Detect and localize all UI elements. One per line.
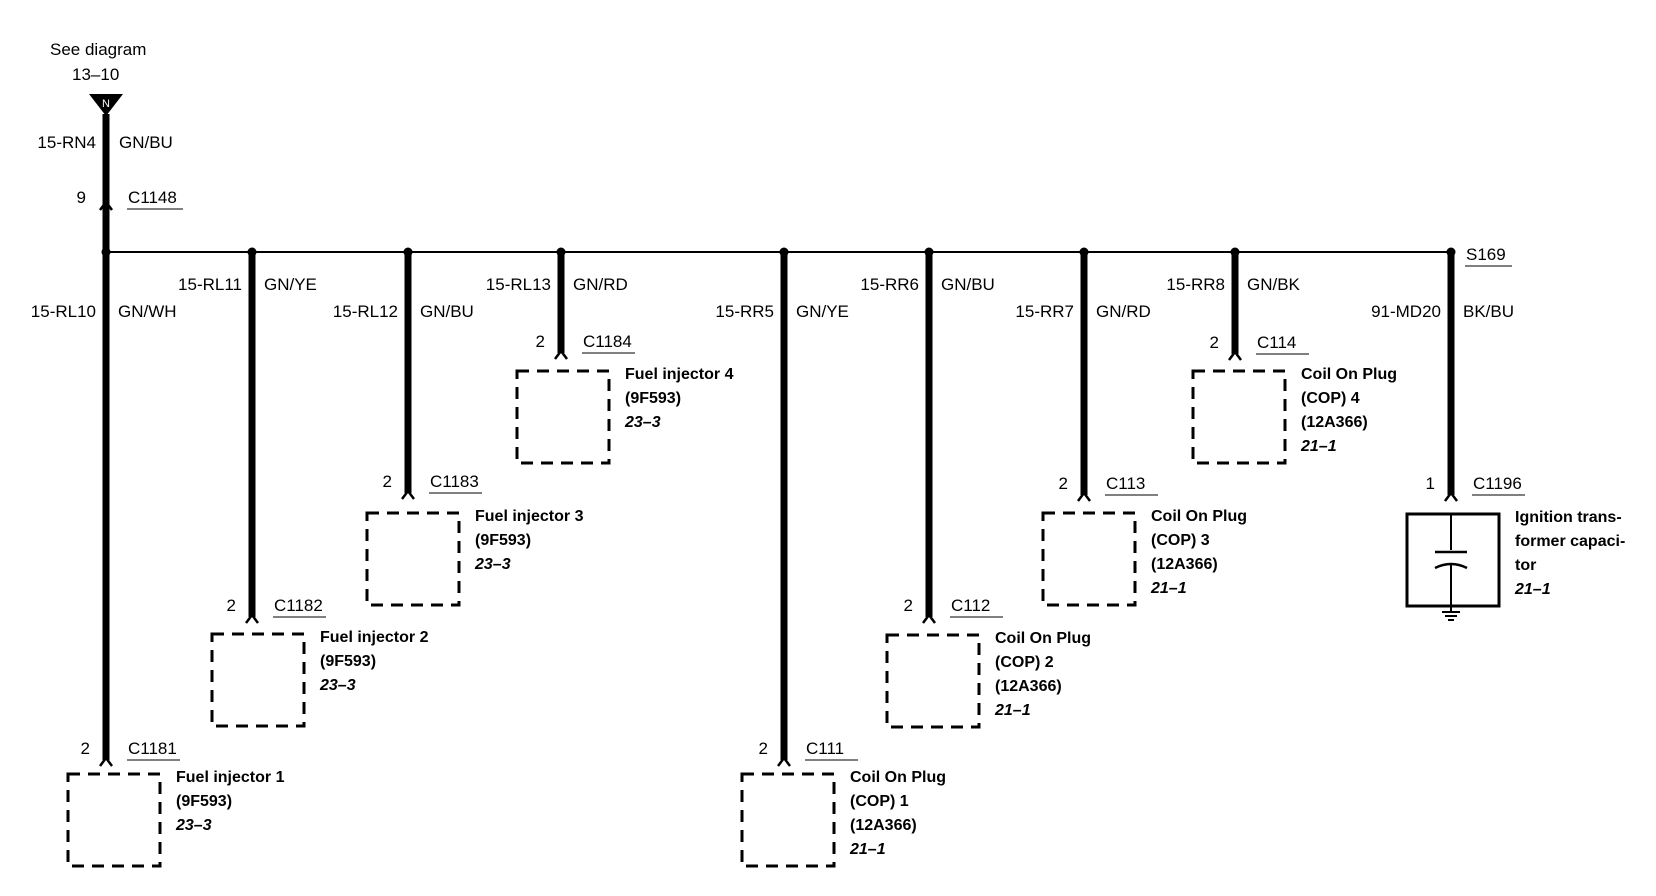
component-part-2: (9F593) bbox=[320, 653, 376, 670]
branch-circuit-5: 15-RR5 bbox=[715, 302, 774, 321]
branch-circuit-2: 15-RL11 bbox=[178, 275, 242, 294]
branch-connector-5: C111 bbox=[806, 739, 844, 758]
component-ref-9: 21–1 bbox=[1514, 581, 1551, 598]
capacitor-box bbox=[1405, 512, 1501, 608]
reference-flag-icon bbox=[89, 94, 123, 116]
component-box-4 bbox=[515, 369, 611, 465]
reference-flag-letter: N bbox=[102, 98, 110, 110]
component-ref-8: 21–1 bbox=[1300, 438, 1337, 455]
component-name-3: Fuel injector 3 bbox=[475, 508, 584, 525]
component-name-line2-8: (COP) 4 bbox=[1301, 390, 1360, 407]
feed-pin: 9 bbox=[77, 188, 86, 207]
branch-circuit-4: 15-RL13 bbox=[486, 275, 551, 294]
branch-color-6: GN/BU bbox=[941, 275, 995, 294]
component-ref-2: 23–3 bbox=[319, 677, 356, 694]
component-ref-1: 23–3 bbox=[175, 817, 212, 834]
branch-connector-arrow-icon-6 bbox=[922, 612, 936, 624]
component-ref-4: 23–3 bbox=[624, 414, 661, 431]
component-part-9: tor bbox=[1515, 557, 1536, 574]
branch-circuit-6: 15-RR6 bbox=[860, 275, 919, 294]
branch-connector-8: C114 bbox=[1257, 333, 1296, 352]
reference-page: 13–10 bbox=[72, 65, 119, 84]
component-box-7 bbox=[1041, 511, 1137, 607]
component-name-2: Fuel injector 2 bbox=[320, 629, 429, 646]
branch-connector-arrow-icon-4 bbox=[554, 348, 568, 360]
component-box-2 bbox=[210, 632, 306, 728]
component-box-1 bbox=[66, 772, 162, 868]
component-name-9: Ignition trans- bbox=[1515, 509, 1622, 526]
branch-color-3: GN/BU bbox=[420, 302, 474, 321]
splice-label: S169 bbox=[1466, 245, 1506, 264]
feed-connector-arrow-icon bbox=[99, 199, 113, 211]
component-name-5: Coil On Plug bbox=[850, 769, 946, 786]
branch-color-5: GN/YE bbox=[796, 302, 849, 321]
branch-color-8: GN/BK bbox=[1247, 275, 1301, 294]
branch-connector-2: C1182 bbox=[274, 596, 323, 615]
component-name-line2-5: (COP) 1 bbox=[850, 793, 909, 810]
branch-color-4: GN/RD bbox=[573, 275, 628, 294]
component-name-8: Coil On Plug bbox=[1301, 366, 1397, 383]
component-box-8 bbox=[1191, 369, 1287, 465]
component-name-7: Coil On Plug bbox=[1151, 508, 1247, 525]
component-name-1: Fuel injector 1 bbox=[176, 769, 285, 786]
feed-connector: C1148 bbox=[128, 188, 177, 207]
branch-connector-9: C1196 bbox=[1473, 474, 1522, 493]
branch-pin-4: 2 bbox=[536, 332, 545, 351]
component-part-8: (12A366) bbox=[1301, 414, 1368, 431]
branch-pin-7: 2 bbox=[1059, 474, 1068, 493]
component-part-3: (9F593) bbox=[475, 532, 531, 549]
branch-circuit-3: 15-RL12 bbox=[333, 302, 398, 321]
branch-connector-arrow-icon-5 bbox=[777, 755, 791, 767]
branch-color-2: GN/YE bbox=[264, 275, 317, 294]
component-box-6 bbox=[885, 633, 981, 729]
component-ref-5: 21–1 bbox=[849, 841, 886, 858]
branch-circuit-8: 15-RR8 bbox=[1166, 275, 1225, 294]
component-name-line2-7: (COP) 3 bbox=[1151, 532, 1210, 549]
branch-pin-5: 2 bbox=[759, 739, 768, 758]
branch-connector-1: C1181 bbox=[128, 739, 177, 758]
branch-pin-2: 2 bbox=[227, 596, 236, 615]
branch-connector-6: C112 bbox=[951, 596, 990, 615]
component-ref-7: 21–1 bbox=[1150, 580, 1187, 597]
branch-pin-3: 2 bbox=[383, 472, 392, 491]
branch-pin-8: 2 bbox=[1210, 333, 1219, 352]
branch-color-7: GN/RD bbox=[1096, 302, 1151, 321]
branch-connector-arrow-icon-1 bbox=[99, 755, 113, 767]
branch-pin-6: 2 bbox=[904, 596, 913, 615]
branch-circuit-7: 15-RR7 bbox=[1015, 302, 1074, 321]
branch-connector-arrow-icon-9 bbox=[1444, 490, 1458, 502]
component-box-5 bbox=[740, 772, 836, 868]
branch-connector-arrow-icon-3 bbox=[401, 488, 415, 500]
branch-connector-3: C1183 bbox=[430, 472, 479, 491]
branch-pin-1: 2 bbox=[81, 739, 90, 758]
component-ref-6: 21–1 bbox=[994, 702, 1031, 719]
component-box-3 bbox=[365, 511, 461, 607]
component-part-4: (9F593) bbox=[625, 390, 681, 407]
feed-circuit: 15-RN4 bbox=[37, 133, 96, 152]
branch-connector-7: C113 bbox=[1106, 474, 1145, 493]
branch-circuit-1: 15-RL10 bbox=[31, 302, 96, 321]
branch-connector-4: C1184 bbox=[583, 332, 632, 351]
component-name-line2-6: (COP) 2 bbox=[995, 654, 1054, 671]
feed-color: GN/BU bbox=[119, 133, 173, 152]
branch-circuit-9: 91-MD20 bbox=[1371, 302, 1441, 321]
branch-connector-arrow-icon-7 bbox=[1077, 490, 1091, 502]
branch-connector-arrow-icon-8 bbox=[1228, 349, 1242, 361]
component-part-7: (12A366) bbox=[1151, 556, 1218, 573]
branch-pin-9: 1 bbox=[1426, 474, 1435, 493]
component-name-4: Fuel injector 4 bbox=[625, 366, 734, 383]
branch-connector-arrow-icon-2 bbox=[245, 612, 259, 624]
component-part-1: (9F593) bbox=[176, 793, 232, 810]
branch-color-1: GN/WH bbox=[118, 302, 177, 321]
component-part-5: (12A366) bbox=[850, 817, 917, 834]
component-name-6: Coil On Plug bbox=[995, 630, 1091, 647]
reference-label: See diagram bbox=[50, 40, 146, 59]
component-ref-3: 23–3 bbox=[474, 556, 511, 573]
component-name-line2-9: former capaci- bbox=[1515, 533, 1625, 550]
component-part-6: (12A366) bbox=[995, 678, 1062, 695]
branch-color-9: BK/BU bbox=[1463, 302, 1514, 321]
